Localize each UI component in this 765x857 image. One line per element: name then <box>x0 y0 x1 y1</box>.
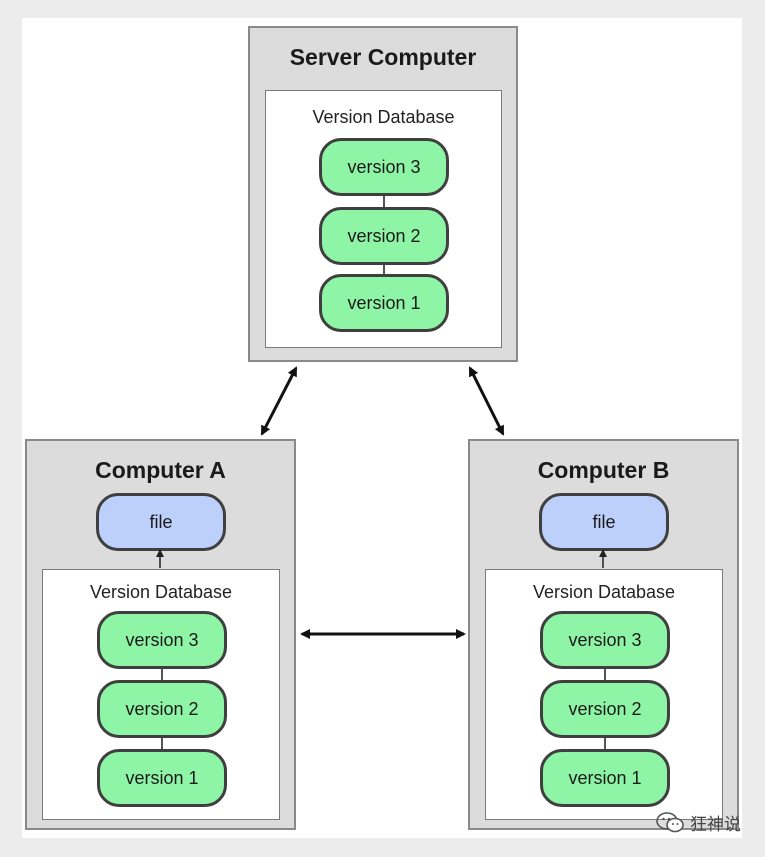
server-db-title: Version Database <box>312 107 455 127</box>
computer-a-version-3: version 3 <box>97 611 227 669</box>
computer-a-db-title: Version Database <box>89 582 233 602</box>
computer-b-version-1: version 1 <box>540 749 670 807</box>
watermark-text: 狂神说 <box>690 815 741 834</box>
computer-a-title: Computer A <box>95 457 226 483</box>
server-computer-title: Server Computer <box>289 44 477 70</box>
server-version-database: Version Database version 3 version 2 ver… <box>265 90 502 348</box>
computer-b-db-title: Version Database <box>532 582 676 602</box>
computer-a-version-1: version 1 <box>97 749 227 807</box>
server-version-2: version 2 <box>319 207 449 265</box>
server-version-3: version 3 <box>319 138 449 196</box>
computer-b-version-3: version 3 <box>540 611 670 669</box>
sync-arrow-server-b <box>468 366 505 436</box>
sync-arrow-server-a <box>260 366 298 436</box>
computer-b-version-database: Version Database version 3 version 2 ver… <box>485 569 723 820</box>
server-computer: Server Computer Version Database version… <box>248 26 518 362</box>
server-version-1: version 1 <box>319 274 449 332</box>
wechat-icon <box>656 811 684 834</box>
computer-b-title: Computer B <box>537 457 670 483</box>
computer-a: Computer A file Version Database version… <box>25 439 296 830</box>
watermark: 狂神说 <box>656 810 741 835</box>
computer-a-version-2: version 2 <box>97 680 227 738</box>
computer-b-version-2: version 2 <box>540 680 670 738</box>
computer-a-version-database: Version Database version 3 version 2 ver… <box>42 569 280 820</box>
